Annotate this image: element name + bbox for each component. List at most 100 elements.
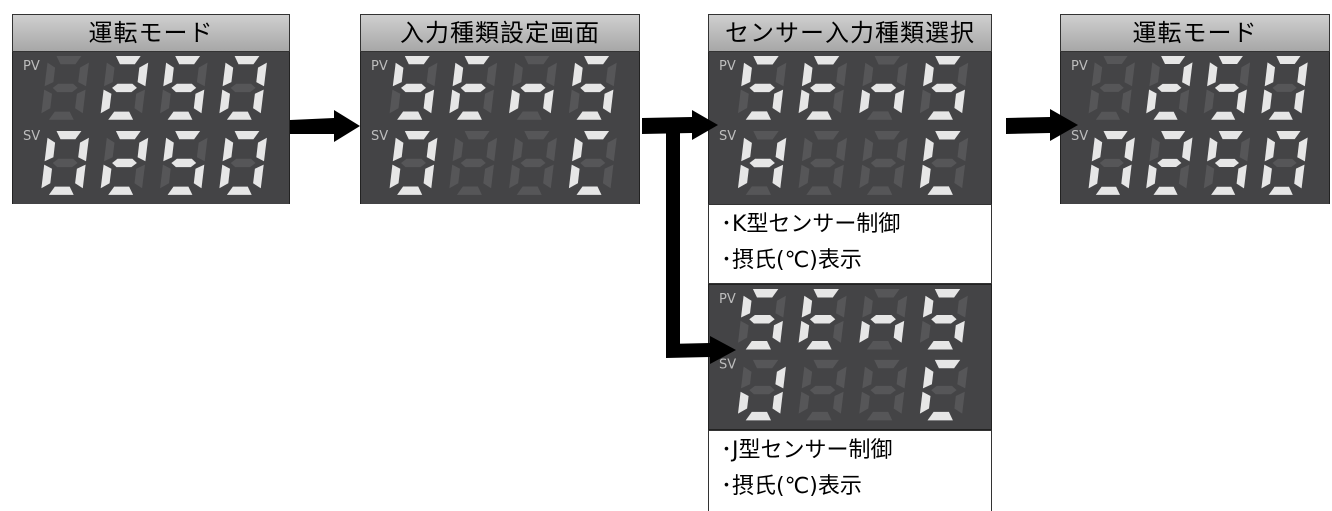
note-j-sensor: ･J型センサー制御 ･摂氏(℃)表示 [708,430,992,511]
unlit-segment [483,164,494,189]
lit-segment [1182,137,1193,162]
lit-segment [584,56,610,65]
lit-segment [919,391,931,414]
lit-segment [226,186,252,195]
lit-segment [572,62,583,87]
unlit-segment [745,186,771,195]
unlit-segment [134,164,145,189]
lit-segment [1218,131,1243,140]
lit-segment [219,89,230,114]
unlit-segment [44,62,56,87]
lit-segment [935,56,961,65]
lit-segment [893,320,905,343]
lit-segment [753,56,779,65]
unlit-segment [833,320,844,343]
unlit-segment [1178,164,1190,189]
lit-segment [927,411,953,421]
unlit-segment [426,62,438,87]
unlit-segment [1239,137,1251,162]
lit-segment [923,62,934,87]
lcd-background [709,52,991,204]
unlit-segment [896,137,908,162]
panel-title: センサー入力種類選択 [708,14,992,52]
lit-segment [1091,137,1103,162]
lcd-label: PV [23,59,40,74]
lit-segment [253,89,264,114]
lit-segment [806,111,832,120]
unlit-segment [1103,56,1128,64]
unlit-segment [896,366,908,389]
lit-segment [576,111,602,120]
unlit-segment [866,411,893,421]
lit-segment [256,62,267,87]
lit-segment [1261,89,1272,114]
unlit-segment [836,366,847,389]
lit-segment [1157,158,1182,167]
unlit-segment [896,295,908,318]
unlit-segment [874,289,900,298]
lit-segment [931,315,957,324]
unlit-segment [486,137,498,162]
lit-segment [741,62,752,87]
lit-segment [741,137,752,162]
lcd-label: SV [1071,129,1088,144]
lcd-label: SV [371,129,388,144]
note-line: ･J型センサー制御 [721,438,893,463]
lit-segment [954,89,965,114]
unlit-segment [56,56,82,65]
lit-segment [1088,164,1099,189]
unlit-segment [401,158,426,168]
lit-segment [772,164,784,189]
unlit-segment [52,158,78,168]
lcd-background [13,52,289,204]
lit-segment [934,289,961,298]
lit-segment [810,83,836,93]
unlit-segment [957,137,969,162]
unlit-segment [606,62,617,87]
unlit-segment [1091,62,1103,87]
lit-segment [1268,111,1293,120]
lit-segment [801,295,813,318]
unlit-segment [874,359,900,369]
lit-segment [452,62,464,87]
lit-segment [775,137,787,162]
unlit-segment [862,295,873,318]
lit-segment [1294,89,1305,114]
unlit-segment [798,391,810,414]
unlit-segment [874,56,900,65]
lit-segment [171,158,197,168]
lit-segment [745,111,771,120]
lit-segment [175,56,201,65]
lit-segment [464,56,490,65]
unlit-segment [160,164,171,189]
lit-segment [397,111,423,120]
lit-segment [48,186,74,195]
unlit-segment [602,164,614,189]
lit-segment [1161,56,1186,64]
unlit-segment [874,131,900,140]
lit-segment [798,320,810,343]
lit-segment [1236,89,1247,114]
lit-segment [56,131,82,140]
unlit-segment [1149,137,1160,162]
unlit-segment [801,366,813,389]
lit-segment [1207,137,1218,162]
unlit-segment [866,186,893,195]
unlit-segment [41,89,52,114]
lit-segment [923,137,934,162]
unlit-segment [870,158,897,168]
unlit-segment [775,62,787,87]
lit-segment [426,137,438,162]
lit-segment [1214,158,1239,167]
unlit-segment [814,131,840,140]
note-line: ･摂氏(℃)表示 [721,474,862,499]
lit-segment [1103,131,1128,140]
unlit-segment [752,359,779,369]
lit-segment [167,111,193,120]
unlit-segment [870,385,896,395]
unlit-segment [896,62,908,87]
lit-segment [171,83,197,93]
lit-segment [1294,164,1305,189]
